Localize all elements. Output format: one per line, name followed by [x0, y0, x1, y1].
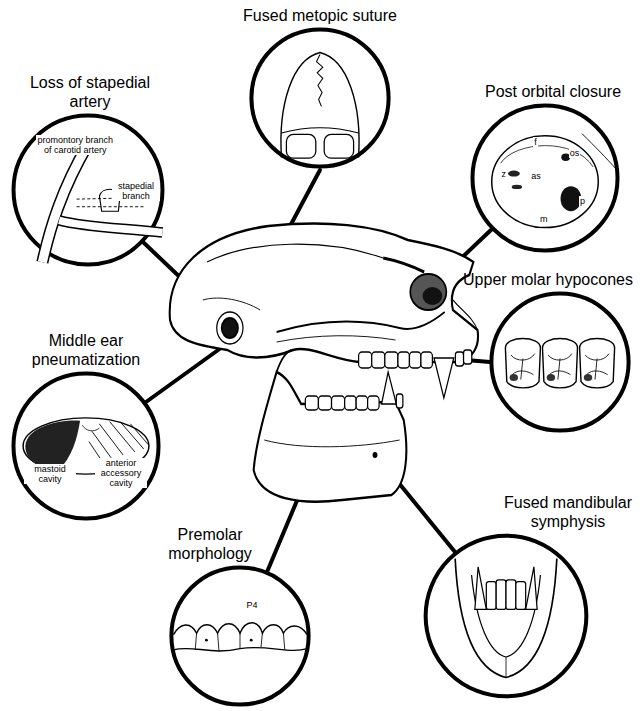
leader-line [398, 482, 455, 552]
callout-heading: Fused metopic suture [200, 6, 440, 25]
circle-outline [424, 534, 588, 698]
callout-heading: Loss of stapedial artery [28, 73, 152, 111]
callout-heading: Premolar morphology [150, 525, 270, 563]
circle-outline [490, 292, 630, 432]
circle-outline [471, 104, 619, 252]
callout-heading: Post orbital closure [468, 82, 638, 101]
part-label: f [533, 137, 538, 147]
circle-outline [12, 372, 160, 520]
circle-outline [250, 28, 390, 168]
callout-circle: Post orbital closurefoszaspm [471, 104, 619, 252]
part-label: stapedial branch [112, 181, 160, 201]
part-label: promontory branch of carotid artery [36, 135, 114, 155]
leader-lines [143, 170, 492, 572]
part-label: z [501, 169, 508, 179]
part-label: P4 [246, 600, 259, 610]
circle-outline [170, 566, 310, 706]
callout-heading: Middle ear pneumatization [11, 331, 161, 369]
skull [170, 224, 478, 502]
leader-line [289, 170, 320, 228]
callout-heading: Fused mandibular symphysis [498, 493, 638, 531]
callout-circle: Middle ear pneumatizationmastoid cavitya… [12, 372, 160, 520]
part-label: anterior accessory cavity [95, 458, 147, 488]
callout-circle: Loss of stapedial arterypromontory branc… [12, 114, 164, 266]
callout-circle: Upper molar hypocones [490, 292, 630, 432]
part-label: m [539, 214, 549, 224]
part-label: p [579, 196, 586, 206]
part-label: os [569, 148, 581, 158]
part-label: mastoid cavity [24, 464, 76, 484]
callout-circle: Premolar morphologyP4 [170, 566, 310, 706]
part-label: as [530, 171, 542, 181]
callout-circle: Fused metopic suture [250, 28, 390, 168]
callout-circle: Fused mandibular symphysis [424, 534, 588, 698]
callout-heading: Upper molar hypocones [458, 270, 638, 289]
